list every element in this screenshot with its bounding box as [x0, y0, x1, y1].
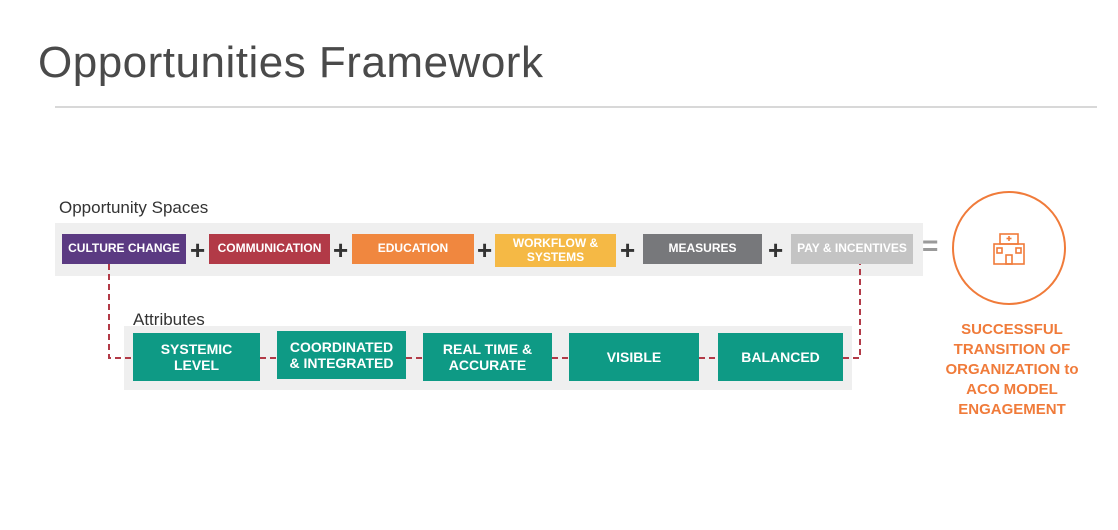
result-text: SUCCESSFUL TRANSITION OF ORGANIZATION to…: [945, 321, 1079, 418]
plus-operator: +: [768, 235, 784, 265]
plus-operator: +: [333, 235, 349, 265]
dashed-connector: [108, 264, 861, 359]
plus-operator: +: [477, 235, 493, 265]
attribute-real-time-accurate: REAL TIME & ACCURATE: [423, 333, 552, 381]
opportunity-workflow-systems: WORKFLOW & SYSTEMS: [495, 234, 616, 267]
opportunity-spaces-label: Opportunity Spaces: [59, 198, 209, 217]
plus-operator: +: [190, 235, 206, 265]
right-connector: [843, 264, 861, 359]
page-title: Opportunities Framework: [38, 38, 544, 87]
opportunity-pay-incentives: PAY & INCENTIVES: [791, 234, 913, 264]
opportunity-culture-change: CULTURE CHANGE: [62, 234, 186, 264]
attribute-coordinated-integrated: COORDINATED & INTEGRATED: [277, 331, 406, 379]
attribute-visible: VISIBLE: [569, 333, 699, 381]
opportunity-communication: COMMUNICATION: [209, 234, 330, 264]
hospital-icon: [993, 233, 1025, 265]
left-connector: [108, 264, 133, 359]
opportunity-band: [55, 223, 923, 276]
equals-operator: =: [922, 230, 939, 261]
attribute-systemic-level: SYSTEMIC LEVEL: [133, 333, 260, 381]
attribute-balanced: BALANCED: [718, 333, 843, 381]
result-circle: [952, 191, 1066, 305]
opportunity-measures: MEASURES: [643, 234, 762, 264]
opportunity-education: EDUCATION: [352, 234, 474, 264]
attributes-label: Attributes: [133, 310, 205, 329]
plus-operator: +: [620, 235, 636, 265]
title-divider: [55, 106, 1097, 108]
